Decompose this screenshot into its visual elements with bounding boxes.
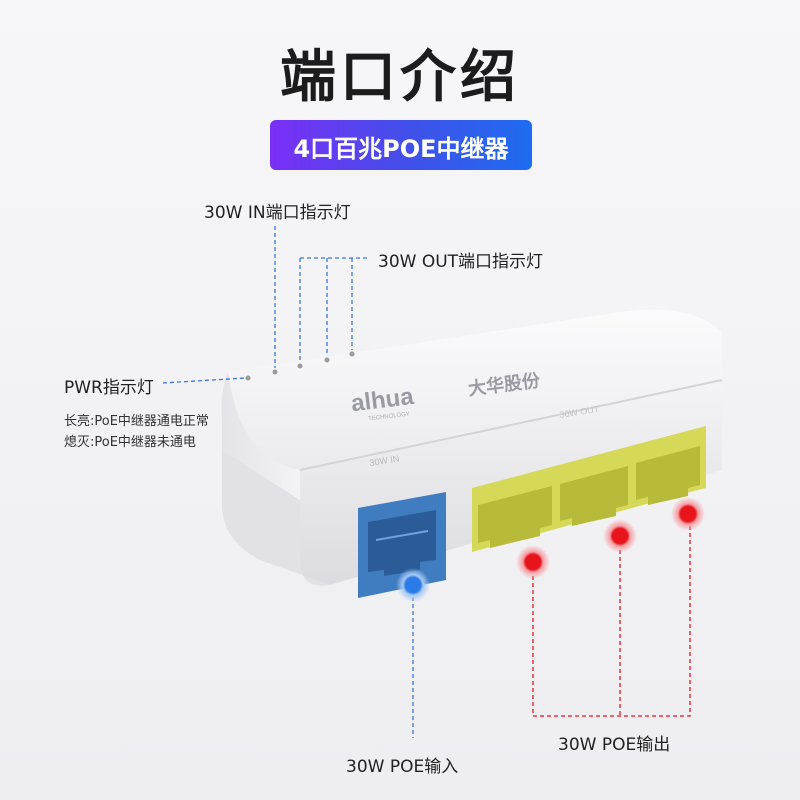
pwr-indicator-label: PWR指示灯 bbox=[64, 378, 154, 398]
out-indicator-label: 30W OUT端口指示灯 bbox=[378, 252, 544, 272]
product-badge: 4口百兆POE中继器 bbox=[270, 120, 532, 170]
input-port bbox=[358, 492, 446, 598]
output-marker-2 bbox=[603, 519, 637, 553]
page-title: 端口介绍 bbox=[280, 45, 520, 110]
input-marker bbox=[396, 568, 430, 602]
in-indicator-label: 30W IN端口指示灯 bbox=[204, 203, 351, 223]
output-ports bbox=[472, 426, 706, 552]
output-marker-3 bbox=[671, 497, 705, 531]
output-leader-outer bbox=[532, 516, 691, 717]
poe-output-label: 30W POE输出 bbox=[558, 735, 671, 755]
brand-sub: TECHNOLOGY bbox=[368, 411, 410, 422]
output-marker-1 bbox=[516, 545, 550, 579]
pwr-on-desc: 长亮:PoE中继器通电正常 bbox=[64, 414, 209, 429]
port-in-label: 30W IN bbox=[369, 453, 400, 468]
pwr-off-desc: 熄灭:PoE中继器未通电 bbox=[64, 435, 196, 450]
poe-input-label: 30W POE输入 bbox=[346, 757, 459, 777]
